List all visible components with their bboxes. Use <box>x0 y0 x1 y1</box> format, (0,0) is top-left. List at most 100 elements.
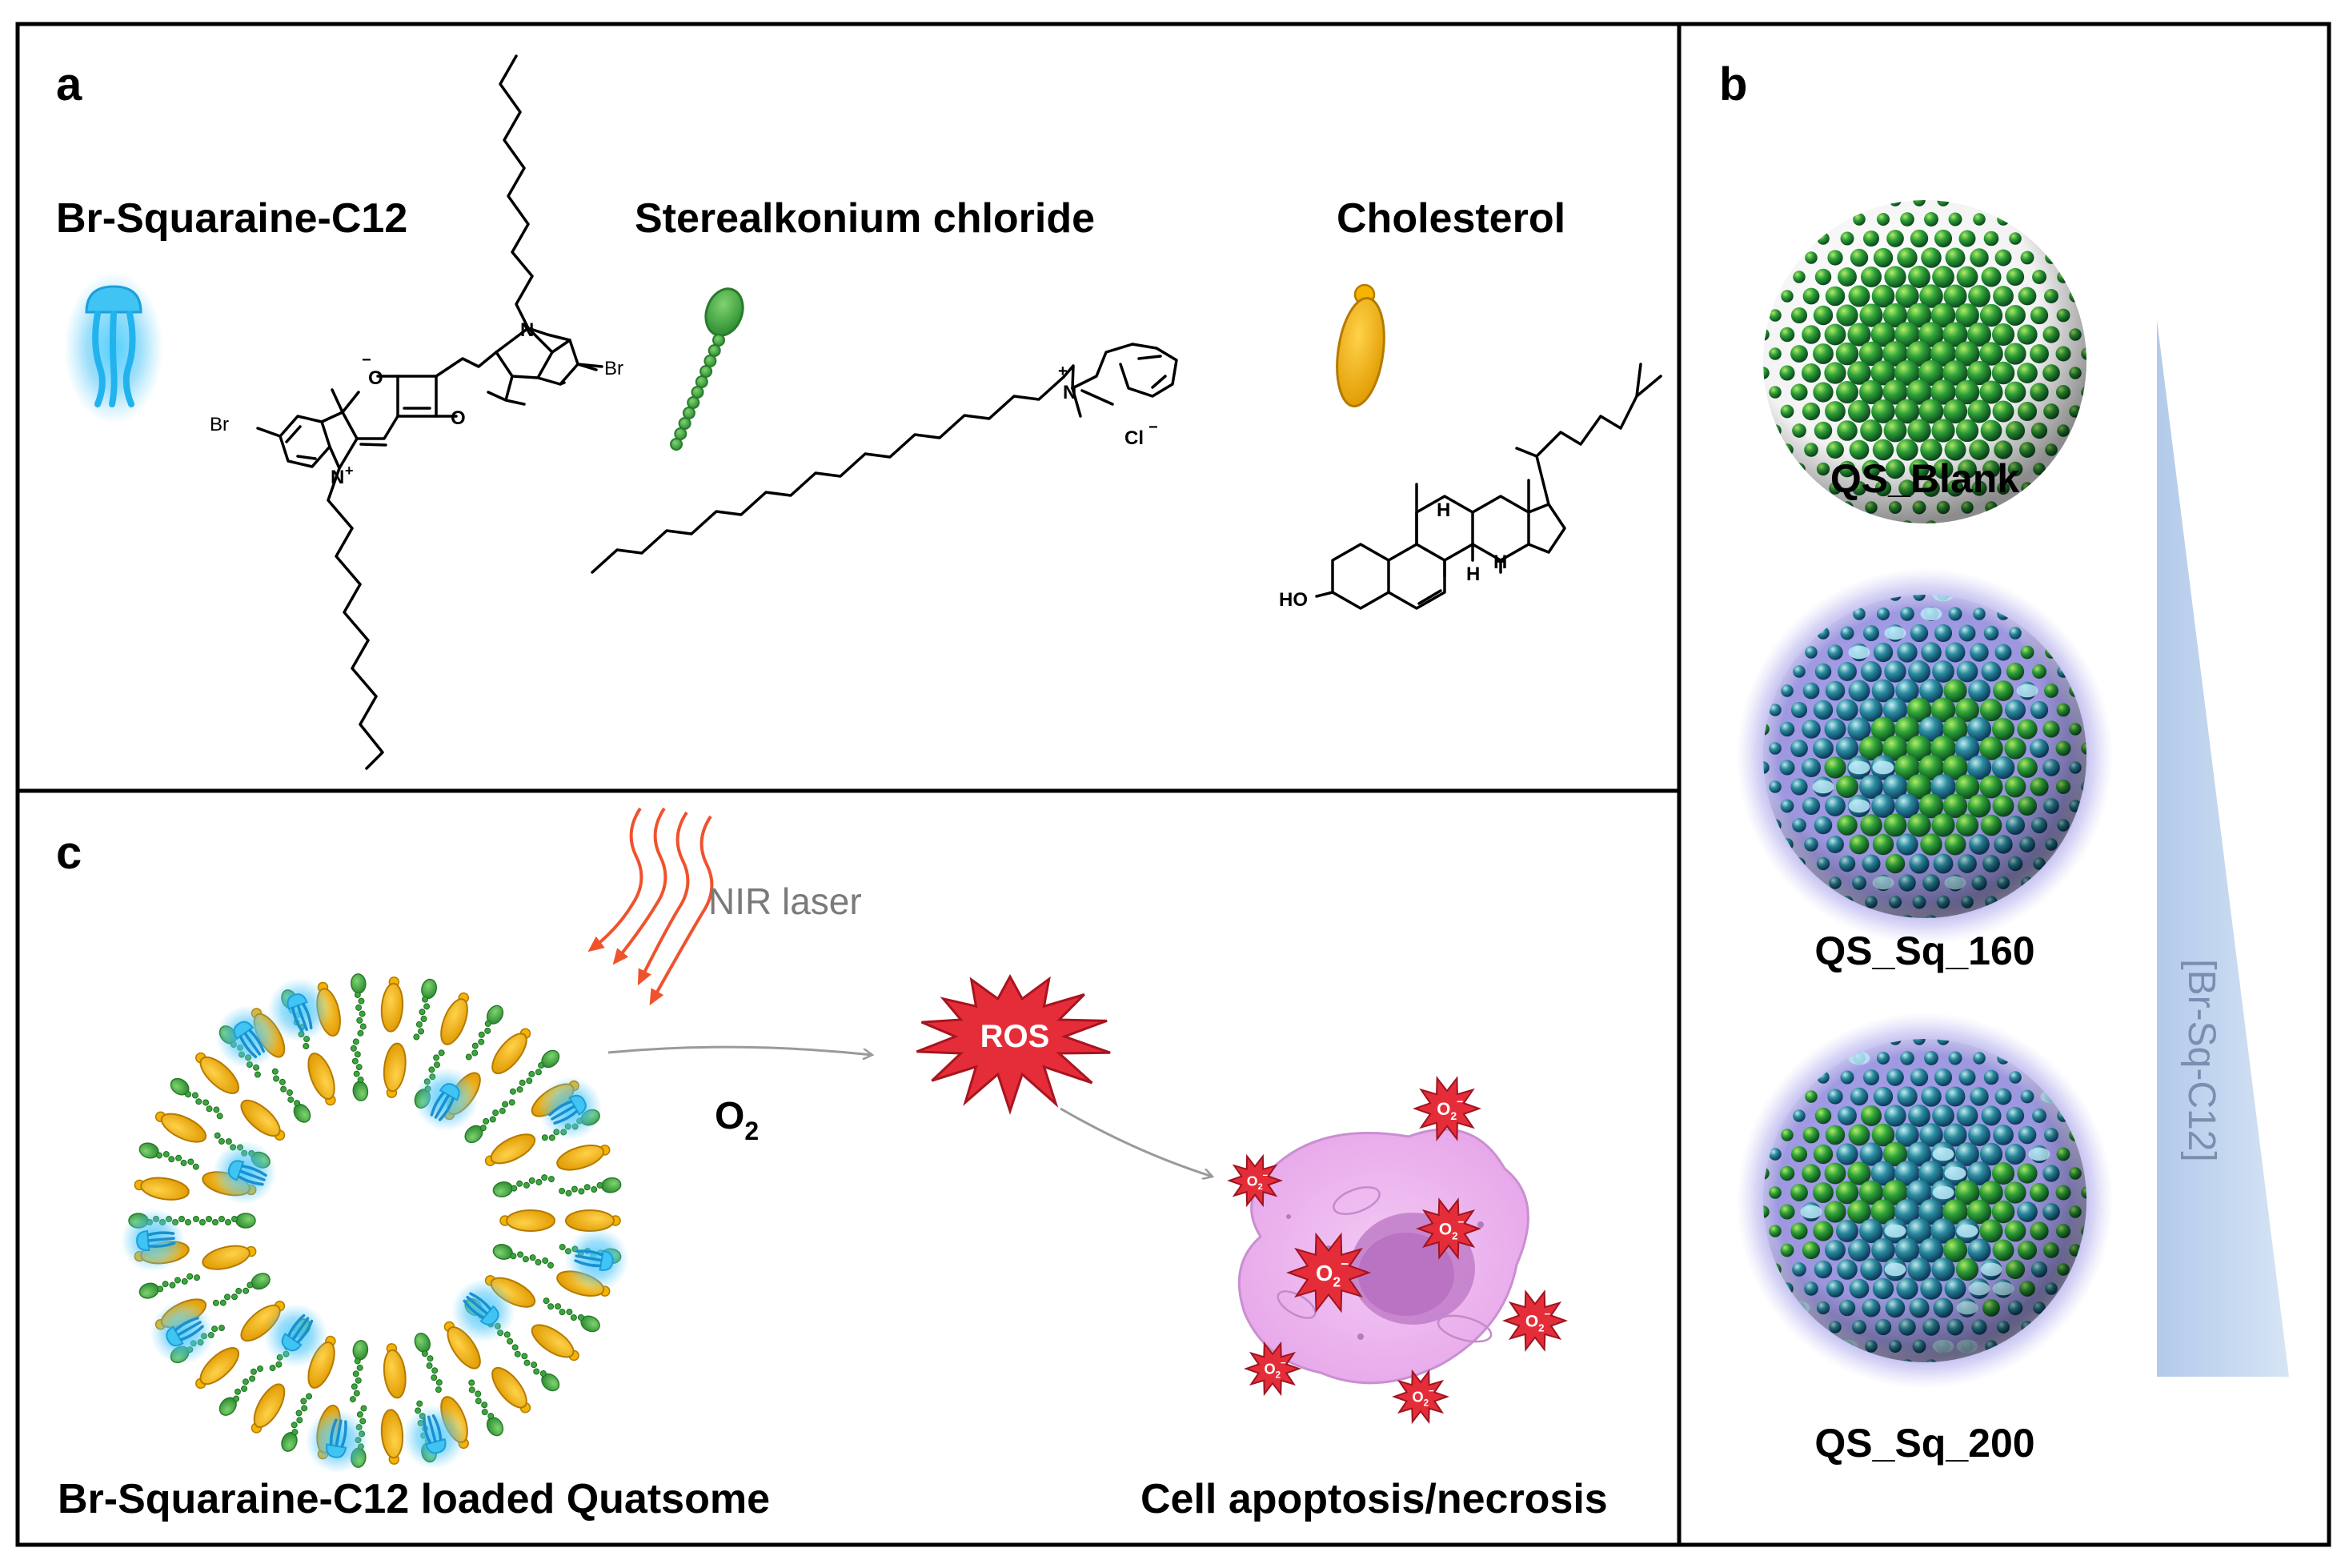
cholesterol-unit <box>440 992 469 1045</box>
bead <box>682 407 695 419</box>
panel-c: c NIR laser O2 ROS <box>56 807 1608 1522</box>
cholesterol-unit <box>134 1177 190 1201</box>
molecule-title-squaraine: Br-Squaraine-C12 <box>56 195 407 242</box>
atom-n-left: N <box>331 467 344 488</box>
surfactant-unit <box>170 1077 223 1120</box>
atom-br-left: Br <box>210 414 229 435</box>
surfactant-unit <box>281 1393 313 1452</box>
superoxide-burst-icon: O2− <box>1502 1289 1568 1352</box>
bead <box>674 427 687 440</box>
atom-o-minus: O <box>368 367 383 389</box>
atom-h1: H <box>1437 499 1450 521</box>
atom-o-minus-sign: − <box>362 351 371 369</box>
superoxide-burst-icon: O2− <box>1226 1153 1284 1208</box>
surfactant-unit <box>468 1379 504 1437</box>
figure-border <box>15 22 2331 1547</box>
squaraine-unit <box>227 1160 267 1186</box>
squaraine-unit <box>281 1313 314 1352</box>
panel-a: a Br-Squaraine-C12 Sterealkonium chlorid… <box>56 54 1662 770</box>
surfactant-unit <box>414 1332 443 1394</box>
bead <box>712 334 725 347</box>
squaraine-unit <box>574 1249 614 1271</box>
superoxide-label: O2− <box>1525 1308 1551 1333</box>
superoxide-burst-icon: O2− <box>1244 1341 1301 1397</box>
squaraine-unit <box>287 993 313 1033</box>
bead <box>708 344 721 357</box>
panel-c-letter: c <box>56 827 82 879</box>
panel-b: b [Br-Sq-C12] QS_Blank QS_Sq_160 QS_Sq_2… <box>1719 58 2289 1466</box>
surfactant-unit <box>138 1142 199 1170</box>
particle-label-qs-sq-200: QS_Sq_200 <box>1814 1421 2034 1466</box>
bead <box>695 375 708 388</box>
superoxide-label: O2− <box>1247 1171 1269 1192</box>
arrow-to-cell <box>1060 1107 1213 1177</box>
squaraine-unit <box>233 1021 265 1059</box>
cholesterol-unit <box>202 1245 257 1270</box>
squaraine-unit <box>430 1083 460 1121</box>
cholesterol-unit <box>565 1209 621 1232</box>
panel-b-letter: b <box>1719 58 1747 110</box>
concentration-gradient-label: [Br-Sq-C12] <box>2180 959 2223 1161</box>
bead <box>670 438 683 451</box>
particle-label-qs-blank: QS_Blank <box>1830 456 2019 501</box>
particle-qs-sq-200 <box>1737 1013 2113 1389</box>
cholesterol-unit <box>154 1111 207 1143</box>
cholesterol-unit <box>195 1347 239 1390</box>
surfactant-unit <box>351 973 367 1037</box>
bead <box>699 365 713 378</box>
surfactant-unit <box>413 978 438 1041</box>
superoxide-label: O2− <box>1264 1359 1286 1381</box>
atom-chloride-sign: − <box>1148 419 1158 436</box>
bead <box>691 386 704 399</box>
surfactant-unit <box>543 1297 600 1333</box>
caption-quatsome: Br-Squaraine-C12 loaded Quatsome <box>58 1476 770 1522</box>
atom-br-right: Br <box>604 358 623 379</box>
atom-o-ketone: O <box>451 407 466 429</box>
squaraine-jellyfish-icon <box>64 272 163 424</box>
panel-a-letter: a <box>56 58 82 110</box>
cholesterol-structure <box>1315 363 1662 610</box>
atom-chloride: Cl <box>1124 427 1144 449</box>
molecule-title-surfactant: Sterealkonium chloride <box>635 195 1095 242</box>
cholesterol-ellipse-icon <box>1336 283 1385 407</box>
cholesterol-unit <box>531 1324 579 1361</box>
surfactant-unit <box>138 1273 201 1299</box>
superoxide-burst-icon: O2− <box>1286 1232 1371 1313</box>
cholesterol-unit <box>443 1321 481 1369</box>
cell-icon <box>1237 1128 1529 1385</box>
cholesterol-unit <box>383 1343 407 1399</box>
arrow-to-ros <box>607 1045 872 1055</box>
squaraine-unit <box>423 1414 447 1454</box>
atom-h3: H <box>1493 551 1507 573</box>
cholesterol-unit <box>251 1383 286 1434</box>
surfactant-unit <box>212 1273 271 1306</box>
bead <box>687 396 700 409</box>
squaraine-unit <box>548 1094 587 1125</box>
bead <box>678 417 691 430</box>
atom-n-plus-left: + <box>345 463 354 479</box>
superoxide-bursts: O2−O2−O2−O2−O2−O2−O2− <box>1226 1076 1568 1425</box>
particle-label-qs-sq-160: QS_Sq_160 <box>1814 928 2034 973</box>
superoxide-label: O2− <box>1439 1216 1465 1241</box>
cholesterol-unit <box>195 1052 239 1094</box>
surfactant-unit <box>465 1005 504 1061</box>
surfactant-unit <box>511 1344 560 1392</box>
superoxide-burst-icon: O2− <box>1392 1369 1449 1425</box>
surfactant-unit <box>559 1177 622 1197</box>
surfactant-unit <box>492 1244 554 1269</box>
cholesterol-unit <box>380 1409 404 1465</box>
superoxide-label: O2− <box>1412 1387 1434 1409</box>
cholesterol-unit <box>491 1028 531 1075</box>
particle-qs-sq-160 <box>1737 568 2113 944</box>
atom-n-quat-plus: + <box>1058 363 1068 380</box>
squaraine-unit <box>166 1317 204 1347</box>
surfactant-bead-chain-icon <box>670 287 744 451</box>
cholesterol-unit <box>556 1145 611 1171</box>
caption-cell-death: Cell apoptosis/necrosis <box>1140 1476 1608 1522</box>
surfactant-unit <box>464 1099 515 1144</box>
surfactant-unit <box>193 1213 256 1229</box>
nir-laser-label: NIR laser <box>708 880 862 922</box>
cholesterol-unit <box>240 1099 286 1141</box>
surfactant-unit <box>350 1038 369 1101</box>
cholesterol-unit <box>380 976 404 1033</box>
